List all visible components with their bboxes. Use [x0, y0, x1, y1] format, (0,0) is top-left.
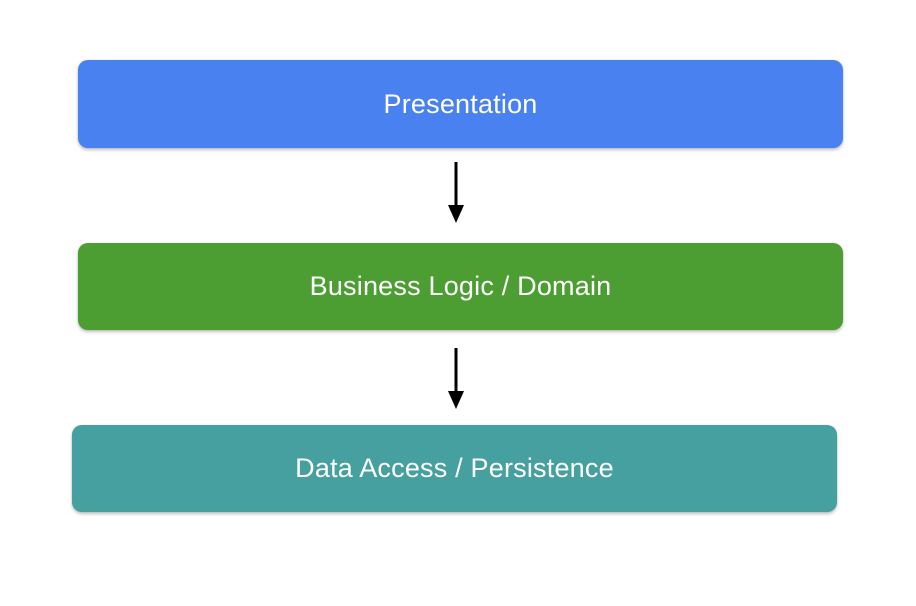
down-arrow-icon: [446, 161, 466, 223]
down-arrow-icon: [446, 347, 466, 409]
layer-label-data-access: Data Access / Persistence: [295, 453, 614, 483]
layer-box-data-access: Data Access / Persistence: [72, 425, 837, 512]
layer-label-business-logic: Business Logic / Domain: [309, 271, 612, 301]
layer-label-presentation: Presentation: [383, 88, 538, 119]
layer-box-business-logic: Business Logic / Domain: [78, 243, 843, 330]
layer-box-presentation: Presentation: [78, 60, 843, 148]
